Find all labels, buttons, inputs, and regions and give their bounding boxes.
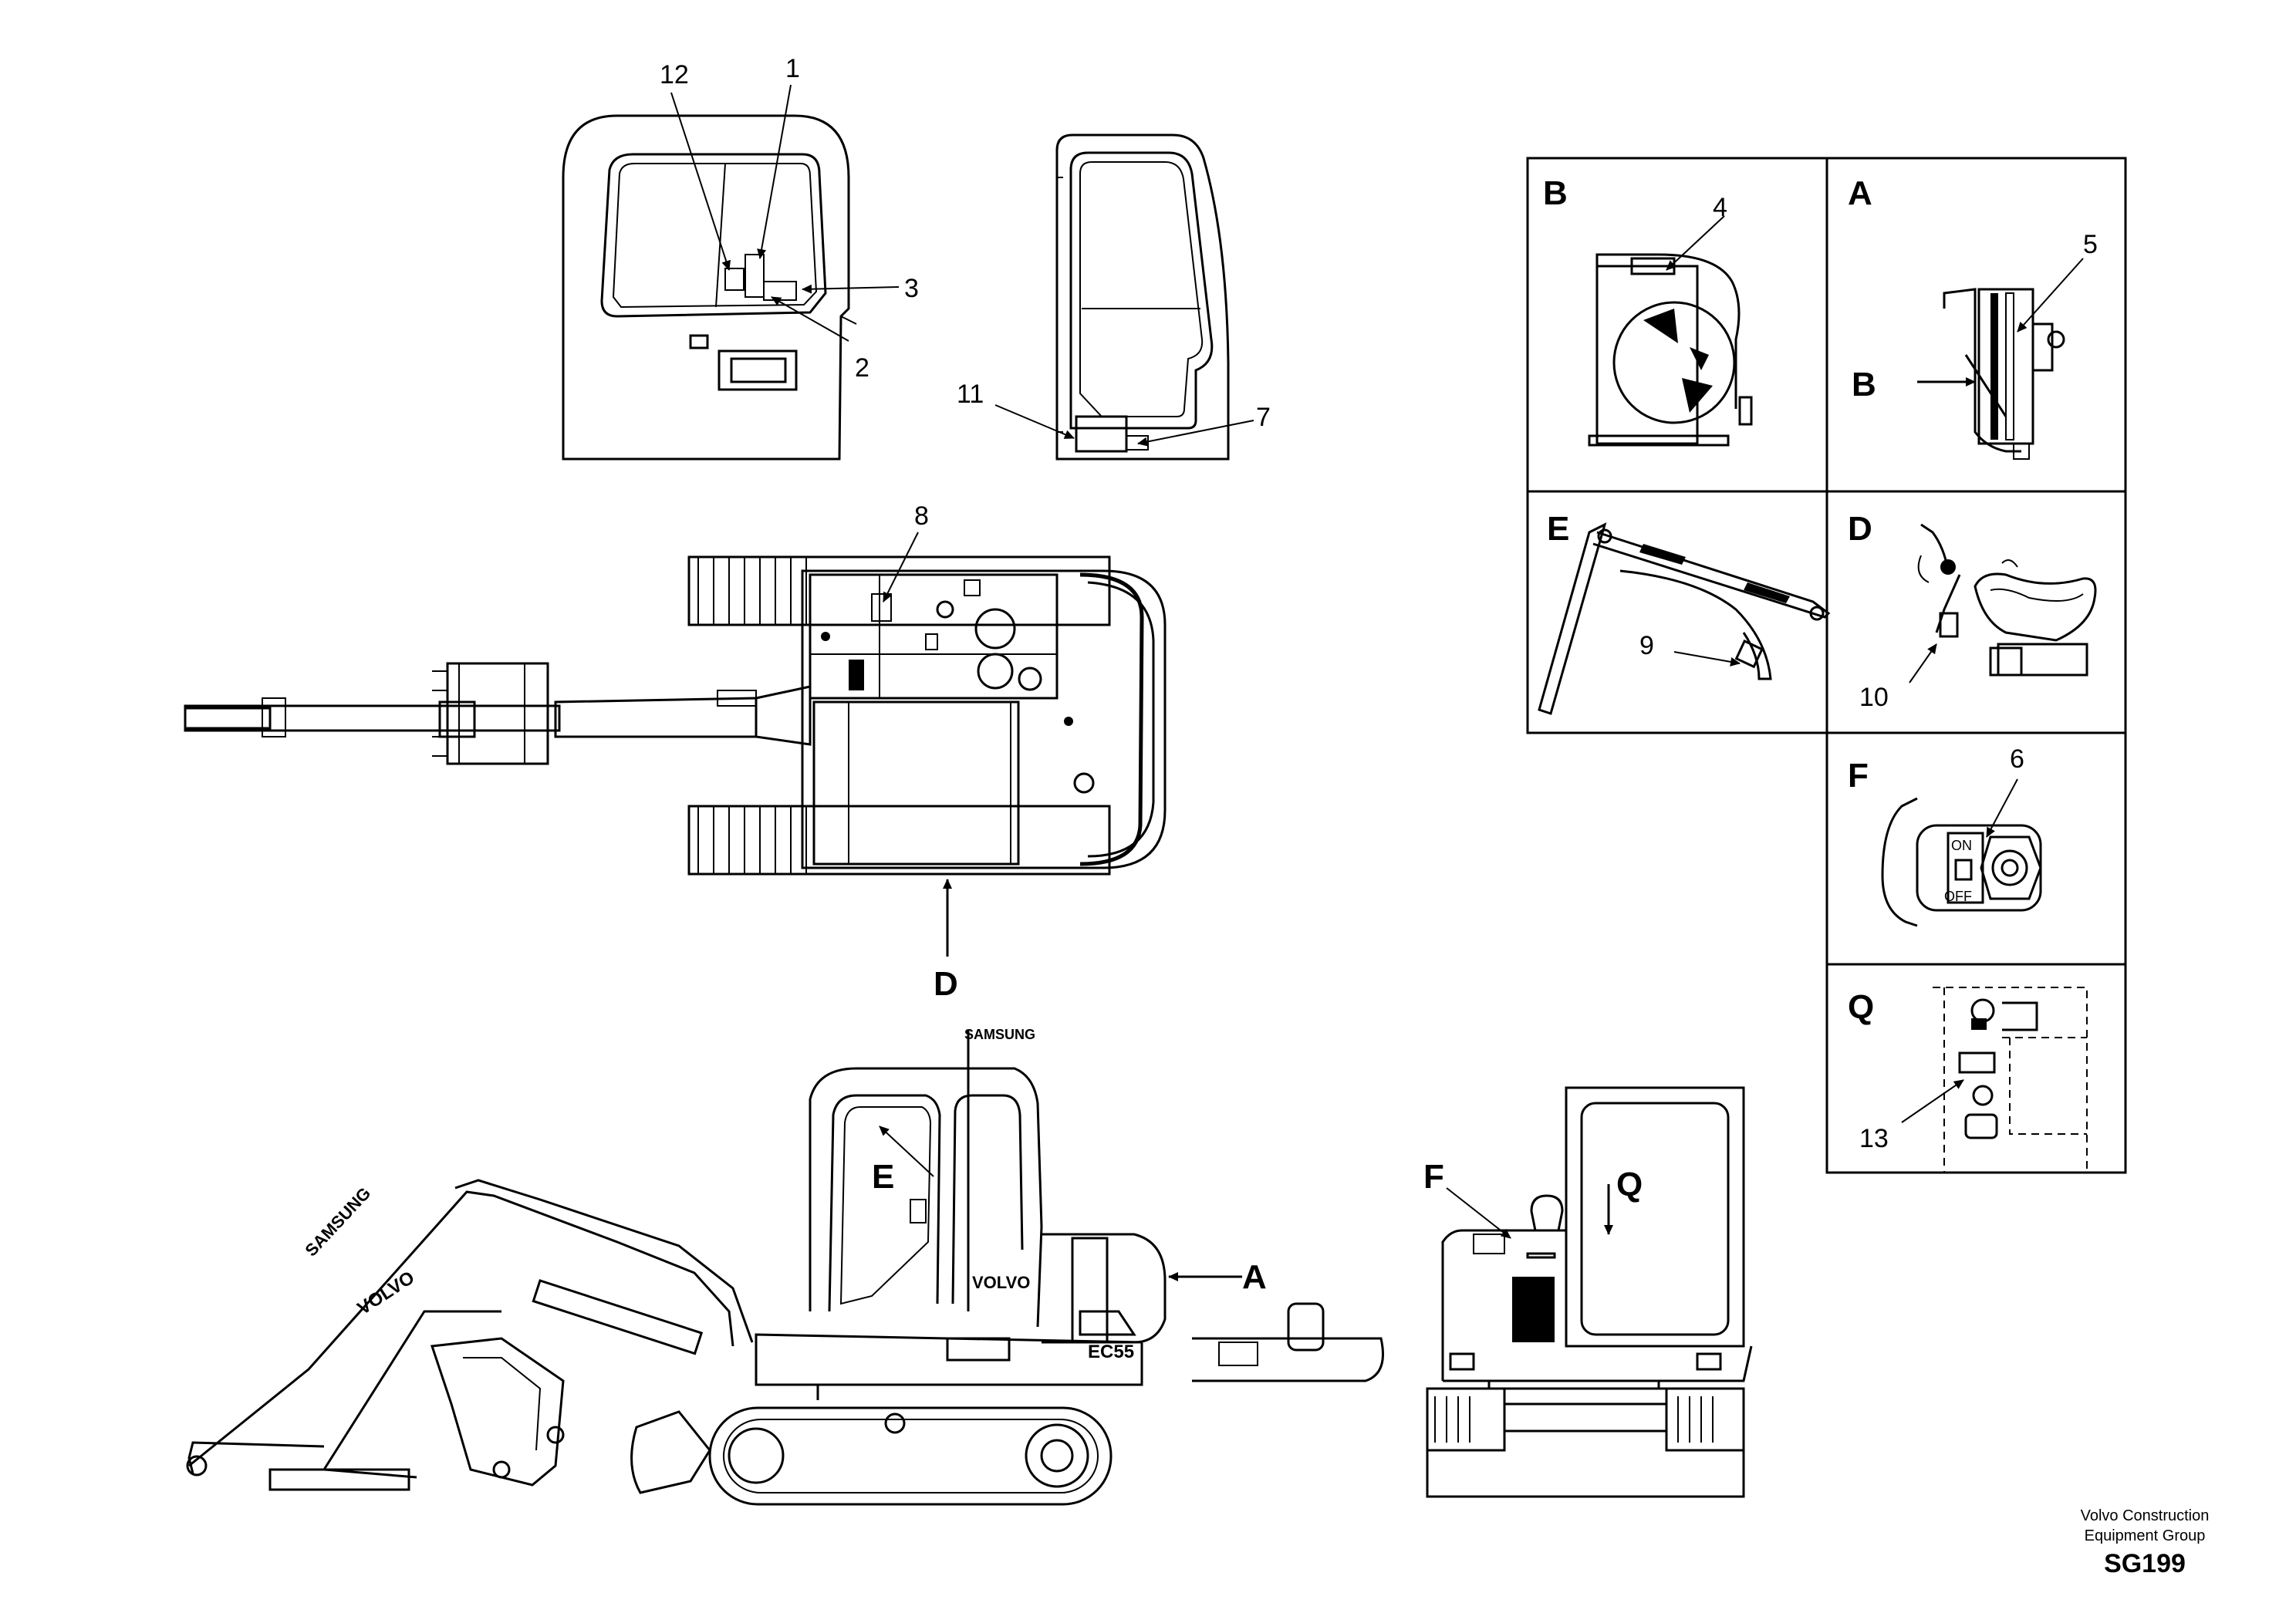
detail-Q-panel bbox=[1901, 987, 2088, 1173]
side-view: SAMSUNG VOLVO SAMSUNG VOLVO EC55 bbox=[186, 1027, 1384, 1506]
top-view bbox=[184, 532, 1167, 957]
cab-samsung-decal: SAMSUNG bbox=[964, 1027, 1035, 1042]
detail-grid bbox=[1526, 157, 2127, 1174]
callout-11: 11 bbox=[957, 380, 984, 409]
rear-view bbox=[1426, 1086, 1753, 1498]
callout-1: 1 bbox=[785, 54, 800, 83]
callout-10: 10 bbox=[1859, 683, 1889, 712]
switch-off-label: OFF bbox=[1944, 889, 1972, 904]
callout-4: 4 bbox=[1713, 193, 1727, 222]
view-label-A-arrow: A bbox=[1242, 1258, 1267, 1296]
view-label-D: D bbox=[934, 965, 958, 1003]
footer-company-line1: Volvo Construction bbox=[2080, 1507, 2210, 1524]
callout-9: 9 bbox=[1639, 631, 1654, 660]
model-decal: EC55 bbox=[1088, 1342, 1134, 1362]
view-label-F-arrow: F bbox=[1423, 1158, 1444, 1196]
callout-8: 8 bbox=[914, 501, 929, 531]
view-label-Q-arrow: Q bbox=[1616, 1166, 1643, 1203]
view-label-F: F bbox=[1848, 757, 1869, 795]
footer-drawing-code: SG199 bbox=[2104, 1549, 2186, 1578]
view-label-A: A bbox=[1848, 174, 1872, 212]
view-label-B: B bbox=[1543, 174, 1568, 212]
boom-samsung-decal: SAMSUNG bbox=[301, 1183, 374, 1260]
callout-12: 12 bbox=[660, 60, 689, 89]
view-label-B-arrow: B bbox=[1852, 366, 1876, 403]
footer-company-line2: Equipment Group bbox=[2084, 1527, 2206, 1544]
footer-company: Volvo Construction Equipment Group bbox=[2029, 1506, 2261, 1546]
detail-D-seat bbox=[1909, 523, 2097, 683]
callout-13: 13 bbox=[1859, 1124, 1889, 1153]
callout-6: 6 bbox=[2010, 744, 2024, 774]
cab-door-view bbox=[994, 133, 1254, 461]
detail-B-radiator bbox=[1588, 215, 1753, 447]
view-label-D-detail: D bbox=[1848, 510, 1872, 548]
side-volvo-decal: VOLVO bbox=[972, 1273, 1030, 1292]
boom-volvo-decal: VOLVO bbox=[354, 1267, 419, 1319]
callout-5: 5 bbox=[2083, 230, 2098, 259]
view-label-E: E bbox=[872, 1158, 894, 1196]
view-label-E-detail: E bbox=[1547, 510, 1569, 548]
switch-on-label: ON bbox=[1951, 838, 1972, 853]
callout-3: 3 bbox=[904, 274, 919, 303]
cab-front-view bbox=[562, 84, 900, 461]
detail-F-switch bbox=[1881, 778, 2042, 927]
callout-2: 2 bbox=[855, 353, 869, 383]
view-label-Q: Q bbox=[1848, 988, 1874, 1026]
callout-7: 7 bbox=[1256, 403, 1271, 432]
detail-A-engine bbox=[1917, 258, 2084, 460]
detail-E-boom bbox=[1538, 522, 1831, 715]
